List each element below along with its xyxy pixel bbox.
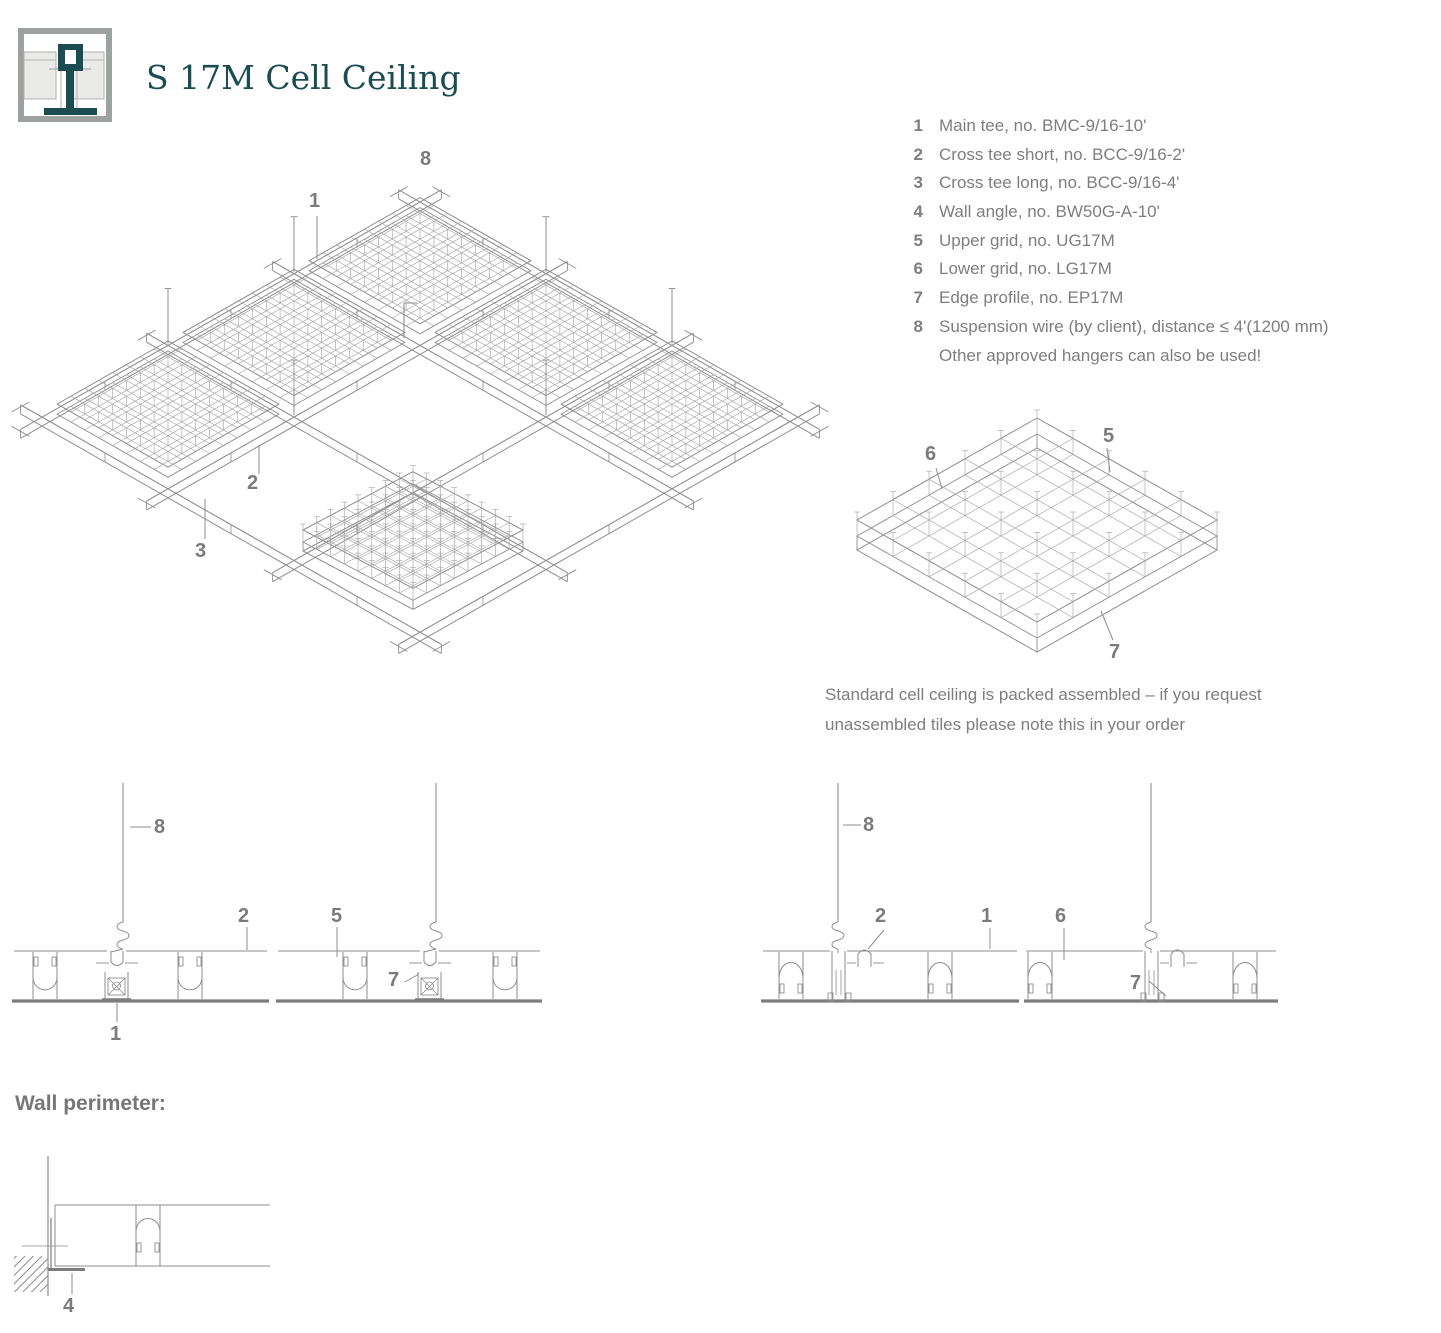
legend-text: Upper grid, no. UG17M bbox=[939, 230, 1115, 250]
main-isometric-diagram bbox=[11, 186, 829, 654]
callout-secB-7: 7 bbox=[1130, 972, 1142, 994]
legend-num: 3 bbox=[913, 173, 923, 193]
callout-tile-5: 5 bbox=[1103, 425, 1115, 447]
callout-main-1: 1 bbox=[309, 190, 321, 212]
packing-note-line2: unassembled tiles please note this in yo… bbox=[825, 715, 1186, 734]
page-title: S 17M Cell Ceiling bbox=[146, 58, 461, 97]
legend-text: Cross tee long, no. BCC-9/16-4' bbox=[939, 173, 1180, 193]
callout-secB-8: 8 bbox=[863, 814, 875, 836]
legend-item: 5 Upper grid, no. UG17M bbox=[903, 231, 1329, 260]
callout-wall-4: 4 bbox=[63, 1295, 75, 1317]
legend-text: Lower grid, no. LG17M bbox=[939, 259, 1112, 279]
callout-secA-1: 1 bbox=[110, 1023, 122, 1045]
callout-secA-8: 8 bbox=[154, 816, 166, 838]
wall-perimeter-heading: Wall perimeter: bbox=[15, 1092, 166, 1115]
packing-note: Standard cell ceiling is packed assemble… bbox=[825, 680, 1262, 740]
wall-perimeter-detail bbox=[14, 1156, 270, 1296]
callout-secB-2: 2 bbox=[875, 905, 887, 927]
parts-legend: 1 Main tee, no. BMC-9/16-10' 2 Cross tee s… bbox=[903, 116, 1329, 374]
legend-item: 4 Wall angle, no. BW50G-A-10' bbox=[903, 202, 1329, 231]
legend-note: Other approved hangers can also be used! bbox=[939, 345, 1262, 365]
callout-secA-2: 2 bbox=[238, 905, 250, 927]
legend-text: Suspension wire (by client), distance ≤ … bbox=[939, 316, 1329, 336]
callout-main-8: 8 bbox=[420, 148, 432, 170]
legend-item: 2 Cross tee short, no. BCC-9/16-2' bbox=[903, 145, 1329, 174]
callout-main-2: 2 bbox=[247, 472, 259, 494]
legend-num: 8 bbox=[913, 316, 923, 336]
callout-secA-5: 5 bbox=[331, 905, 343, 927]
legend-text: Main tee, no. BMC-9/16-10' bbox=[939, 116, 1147, 135]
callout-secB-1: 1 bbox=[981, 905, 993, 927]
product-logo bbox=[18, 28, 112, 122]
callout-tile-6: 6 bbox=[925, 443, 937, 465]
legend-num: 6 bbox=[913, 259, 923, 279]
legend-item: 1 Main tee, no. BMC-9/16-10' bbox=[903, 116, 1329, 145]
legend-text: Edge profile, no. EP17M bbox=[939, 288, 1124, 308]
legend-num: 1 bbox=[913, 116, 923, 135]
callout-tile-7: 7 bbox=[1109, 641, 1121, 663]
legend-text: Wall angle, no. BW50G-A-10' bbox=[939, 202, 1160, 222]
cross-section-right bbox=[761, 783, 1278, 1003]
packing-note-line1: Standard cell ceiling is packed assemble… bbox=[825, 685, 1262, 704]
cross-section-left bbox=[12, 783, 542, 1022]
tee-profile-logo-icon bbox=[23, 44, 105, 115]
callout-secB-6: 6 bbox=[1055, 905, 1067, 927]
callout-secA-7: 7 bbox=[388, 969, 400, 991]
legend-item: 7 Edge profile, no. EP17M bbox=[903, 288, 1329, 317]
callout-main-3: 3 bbox=[195, 540, 207, 562]
legend-num: 5 bbox=[913, 230, 923, 250]
tile-isometric-diagram bbox=[854, 409, 1220, 653]
legend-item: 8 Suspension wire (by client), distance ≤… bbox=[903, 317, 1329, 346]
legend-num: 2 bbox=[913, 144, 923, 164]
legend-num: 7 bbox=[913, 288, 923, 308]
legend-text: Cross tee short, no. BCC-9/16-2' bbox=[939, 144, 1186, 164]
legend-num: 4 bbox=[913, 202, 923, 222]
legend-item: 6 Lower grid, no. LG17M bbox=[903, 259, 1329, 288]
legend-item: 3 Cross tee long, no. BCC-9/16-4' bbox=[903, 173, 1329, 202]
